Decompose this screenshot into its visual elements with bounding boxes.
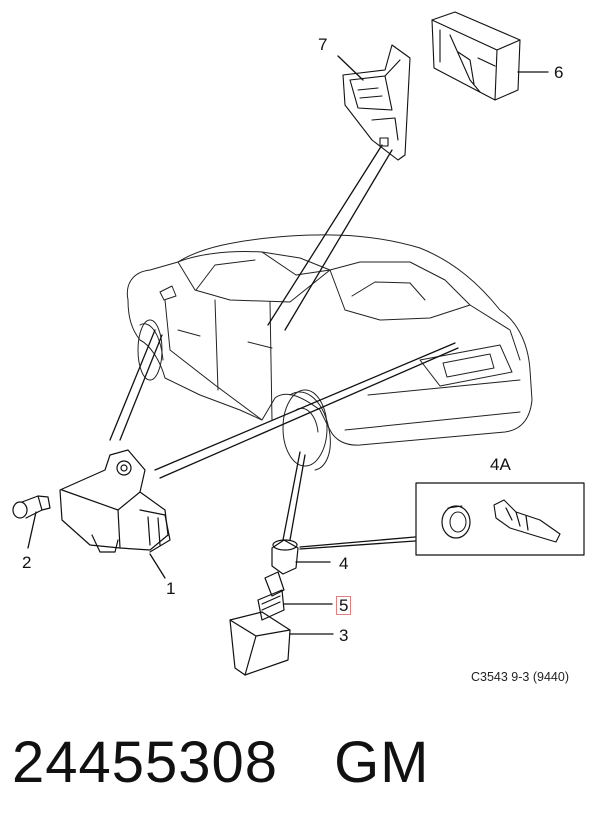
leader-lines: [27, 55, 549, 635]
part-number: 24455308: [12, 730, 279, 795]
brand-name: GM: [334, 730, 430, 795]
detail-box-4a: [415, 482, 585, 556]
callout-4a: 4A: [490, 455, 511, 474]
bolt-part-2: [12, 495, 51, 519]
bracket-part-7: [342, 44, 411, 161]
valve-stem-part-5: [257, 571, 285, 621]
callout-5: 5: [336, 596, 352, 615]
diagram-reference-code: C3543 9-3 (9440): [471, 670, 569, 684]
callout-6: 6: [554, 63, 564, 82]
callout-2: 2: [22, 553, 32, 572]
control-module-part-6: [431, 11, 521, 101]
sensor-part-1: [59, 449, 171, 553]
car-illustration: [126, 234, 533, 471]
callout-4: 4: [339, 554, 349, 573]
callout-1: 1: [166, 579, 176, 598]
callout-7: 7: [318, 35, 328, 54]
callout-3: 3: [339, 626, 349, 645]
valve-cap-part-4: [271, 539, 299, 575]
exploded-parts-diagram: [12, 11, 585, 676]
tpms-sensor-part-3: [229, 611, 291, 676]
